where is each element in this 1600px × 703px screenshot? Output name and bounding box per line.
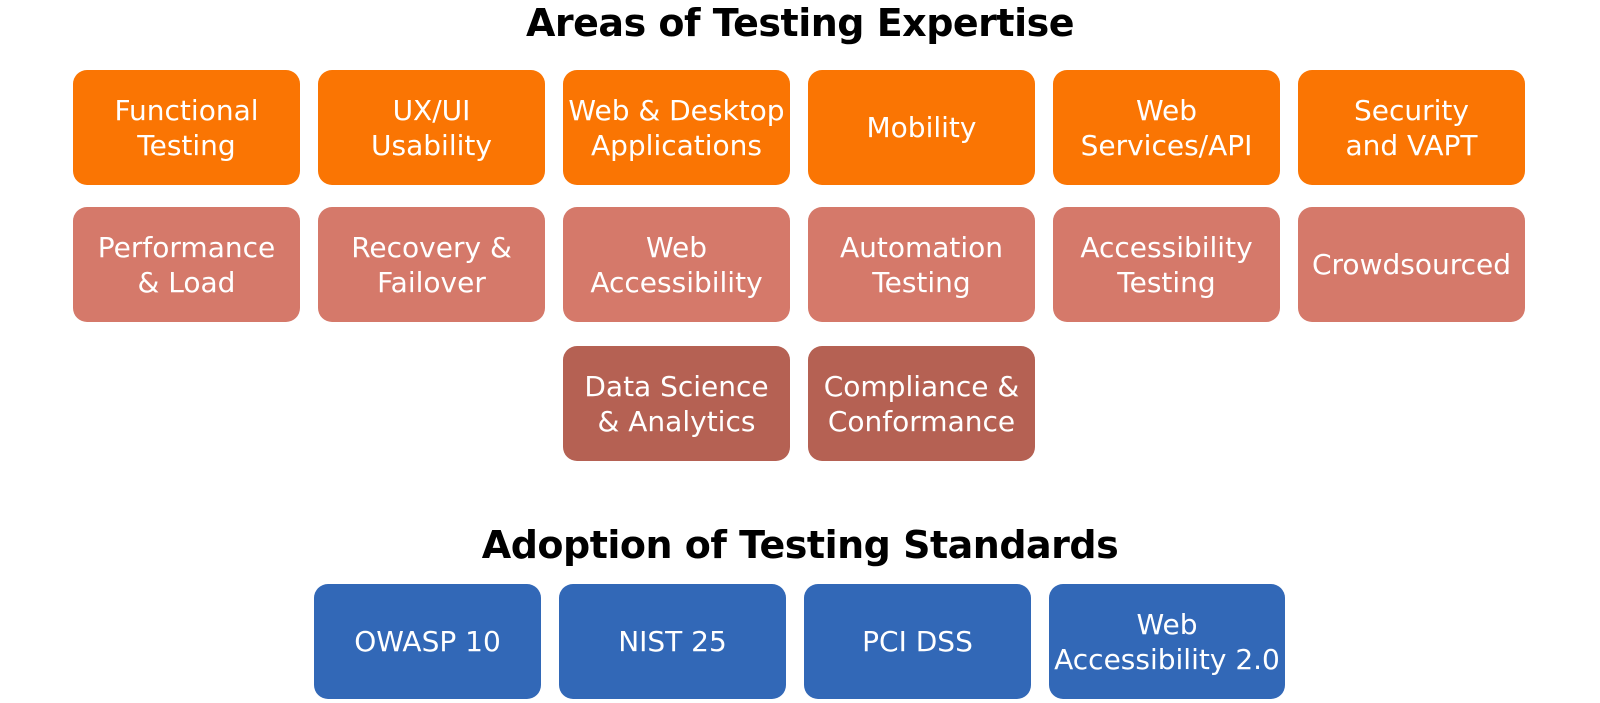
expertise-tile-compliance-conformance: Compliance & Conformance — [808, 346, 1035, 461]
expertise-tile-data-science-analytics: Data Science & Analytics — [563, 346, 790, 461]
standard-tile-pci-dss: PCI DSS — [804, 584, 1031, 699]
standard-tile-web-accessibility-2: Web Accessibility 2.0 — [1049, 584, 1285, 699]
expertise-tile-web-services-api: Web Services/API — [1053, 70, 1280, 185]
standard-tile-nist-25: NIST 25 — [559, 584, 786, 699]
expertise-tile-accessibility-testing: Accessibility Testing — [1053, 207, 1280, 322]
expertise-tile-crowdsourced: Crowdsourced — [1298, 207, 1525, 322]
expertise-tile-web-desktop-apps: Web & Desktop Applications — [563, 70, 790, 185]
areas-of-expertise-heading: Areas of Testing Expertise — [526, 1, 1074, 45]
standard-tile-owasp-10: OWASP 10 — [314, 584, 541, 699]
expertise-tile-automation-testing: Automation Testing — [808, 207, 1035, 322]
expertise-tile-web-accessibility: Web Accessibility — [563, 207, 790, 322]
expertise-tile-ux-ui-usability: UX/UI Usability — [318, 70, 545, 185]
adoption-of-standards-heading: Adoption of Testing Standards — [481, 523, 1119, 567]
expertise-tile-performance-load: Performance & Load — [73, 207, 300, 322]
expertise-tile-mobility: Mobility — [808, 70, 1035, 185]
expertise-tile-security-vapt: Security and VAPT — [1298, 70, 1525, 185]
expertise-tile-functional-testing: Functional Testing — [73, 70, 300, 185]
expertise-tile-recovery-failover: Recovery & Failover — [318, 207, 545, 322]
